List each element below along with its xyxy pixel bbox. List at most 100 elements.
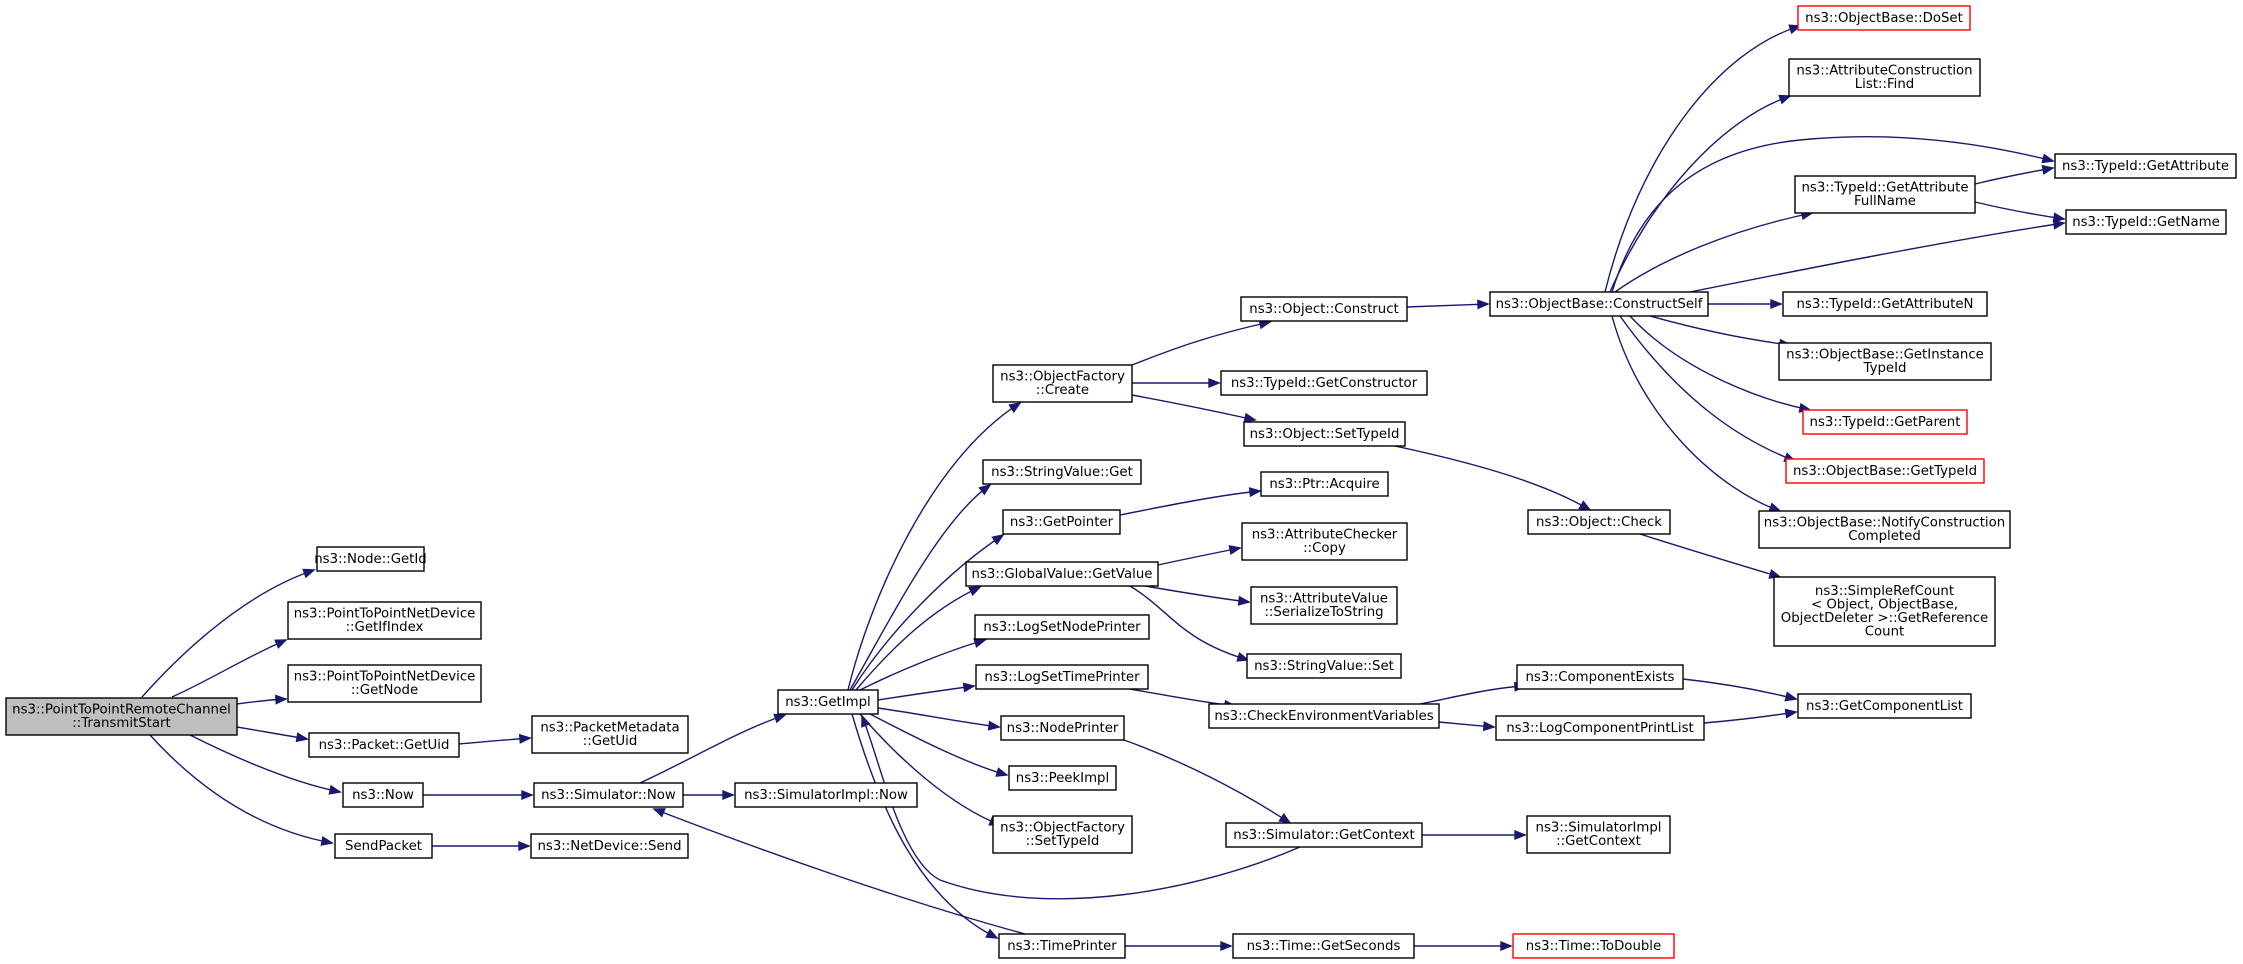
node-sim_now[interactable]: ns3::Simulator::Now <box>533 782 684 808</box>
node-box[interactable] <box>1260 471 1389 497</box>
node-box[interactable] <box>308 732 460 758</box>
node-sim_getcontext[interactable]: ns3::Simulator::GetContext <box>1225 822 1423 848</box>
node-box[interactable] <box>530 833 689 859</box>
node-box[interactable] <box>992 364 1133 403</box>
node-box[interactable] <box>1802 409 1968 435</box>
node-typeid_getconstructor[interactable]: ns3::TypeId::GetConstructor <box>1220 370 1428 396</box>
node-box[interactable] <box>1000 715 1125 741</box>
node-objbase_constructself[interactable]: ns3::ObjectBase::ConstructSelf <box>1489 291 1709 317</box>
node-box[interactable] <box>734 782 918 808</box>
node-box[interactable] <box>1758 510 2011 549</box>
node-box[interactable] <box>1778 342 1992 381</box>
node-box[interactable] <box>1208 703 1440 729</box>
node-typeid_getparent[interactable]: ns3::TypeId::GetParent <box>1802 409 1968 435</box>
node-box[interactable] <box>1241 522 1408 561</box>
node-box[interactable] <box>1788 58 1981 97</box>
node-typeid_getattributen[interactable]: ns3::TypeId::GetAttributeN <box>1782 291 1988 317</box>
node-box[interactable] <box>287 664 482 703</box>
node-attrchecker_copy[interactable]: ns3::AttributeChecker::Copy <box>1241 522 1408 561</box>
node-now[interactable]: ns3::Now <box>342 782 424 808</box>
node-box[interactable] <box>975 664 1149 690</box>
node-box[interactable] <box>974 614 1150 640</box>
node-logcompprintlist[interactable]: ns3::LogComponentPrintList <box>1495 715 1705 741</box>
node-box[interactable] <box>992 815 1133 854</box>
node-box[interactable] <box>1240 296 1408 322</box>
node-typeid_getname[interactable]: ns3::TypeId::GetName <box>2065 209 2227 235</box>
node-box[interactable] <box>1773 576 1996 647</box>
node-packet_getuid[interactable]: ns3::Packet::GetUid <box>308 732 460 758</box>
node-p2p_getifindex[interactable]: ns3::PointToPointNetDevice::GetIfIndex <box>287 601 482 640</box>
node-box[interactable] <box>2054 153 2237 179</box>
node-time_todouble[interactable]: ns3::Time::ToDouble <box>1512 933 1675 959</box>
node-simplerefcount[interactable]: ns3::SimpleRefCount< Object, ObjectBase,… <box>1773 576 1996 647</box>
node-simimpl_now[interactable]: ns3::SimulatorImpl::Now <box>734 782 918 808</box>
node-object_settypeid[interactable]: ns3::Object::SetTypeId <box>1243 421 1406 447</box>
node-box[interactable] <box>1512 933 1675 959</box>
node-box[interactable] <box>316 546 425 572</box>
node-object_check[interactable]: ns3::Object::Check <box>1527 509 1671 535</box>
node-box[interactable] <box>1797 693 1972 719</box>
node-box[interactable] <box>777 689 879 715</box>
node-box[interactable] <box>2065 209 2227 235</box>
node-box[interactable] <box>1008 765 1117 791</box>
node-box[interactable] <box>342 782 424 808</box>
node-box[interactable] <box>1516 664 1684 690</box>
node-box[interactable] <box>982 459 1142 485</box>
node-box[interactable] <box>1220 370 1428 396</box>
node-box[interactable] <box>1495 715 1705 741</box>
node-box[interactable] <box>1246 653 1402 679</box>
node-objbase_doset[interactable]: ns3::ObjectBase::DoSet <box>1797 5 1971 31</box>
node-ptr_acquire[interactable]: ns3::Ptr::Acquire <box>1260 471 1389 497</box>
node-getpointer[interactable]: ns3::GetPointer <box>1002 509 1121 535</box>
node-box[interactable] <box>965 561 1159 587</box>
node-box[interactable] <box>998 933 1126 959</box>
node-box[interactable] <box>1250 586 1398 625</box>
node-root[interactable]: ns3::PointToPointRemoteChannel::Transmit… <box>5 697 238 736</box>
node-box[interactable] <box>1527 509 1671 535</box>
node-typeid_getattribute[interactable]: ns3::TypeId::GetAttribute <box>2054 153 2237 179</box>
node-object_construct[interactable]: ns3::Object::Construct <box>1240 296 1408 322</box>
node-componentexists[interactable]: ns3::ComponentExists <box>1516 664 1684 690</box>
node-logsettimeprinter[interactable]: ns3::LogSetTimePrinter <box>975 664 1149 690</box>
node-logsetnodeprinter[interactable]: ns3::LogSetNodePrinter <box>974 614 1150 640</box>
node-nodeprinter[interactable]: ns3::NodePrinter <box>1000 715 1125 741</box>
node-objbase_gettypeid[interactable]: ns3::ObjectBase::GetTypeId <box>1785 458 1985 484</box>
node-box[interactable] <box>1794 175 1976 214</box>
node-pktmeta_getuid[interactable]: ns3::PacketMetadata::GetUid <box>531 715 689 754</box>
node-box[interactable] <box>287 601 482 640</box>
node-box[interactable] <box>1225 822 1423 848</box>
node-box[interactable] <box>1232 933 1415 959</box>
node-box[interactable] <box>533 782 684 808</box>
node-objbase_notifyconstruction[interactable]: ns3::ObjectBase::NotifyConstructionCompl… <box>1758 510 2011 549</box>
node-attrvalue_serialize[interactable]: ns3::AttributeValue::SerializeToString <box>1250 586 1398 625</box>
node-stringvalue_get[interactable]: ns3::StringValue::Get <box>982 459 1142 485</box>
node-globalvalue_getvalue[interactable]: ns3::GlobalValue::GetValue <box>965 561 1159 587</box>
node-timeprinter[interactable]: ns3::TimePrinter <box>998 933 1126 959</box>
node-objfactory_settypeid[interactable]: ns3::ObjectFactory::SetTypeId <box>992 815 1133 854</box>
node-box[interactable] <box>1782 291 1988 317</box>
node-netdevice_send[interactable]: ns3::NetDevice::Send <box>530 833 689 859</box>
node-p2p_getnode[interactable]: ns3::PointToPointNetDevice::GetNode <box>287 664 482 703</box>
node-box[interactable] <box>5 697 238 736</box>
node-checkenvvars[interactable]: ns3::CheckEnvironmentVariables <box>1208 703 1440 729</box>
node-box[interactable] <box>1002 509 1121 535</box>
node-box[interactable] <box>531 715 689 754</box>
node-box[interactable] <box>1797 5 1971 31</box>
node-box[interactable] <box>1243 421 1406 447</box>
node-objfactory_create[interactable]: ns3::ObjectFactory::Create <box>992 364 1133 403</box>
node-peekimpl[interactable]: ns3::PeekImpl <box>1008 765 1117 791</box>
node-getcomponentlist[interactable]: ns3::GetComponentList <box>1797 693 1972 719</box>
node-simimpl_getcontext[interactable]: ns3::SimulatorImpl::GetContext <box>1526 815 1671 854</box>
node-node_getid[interactable]: ns3::Node::GetId <box>314 546 427 572</box>
node-box[interactable] <box>1785 458 1985 484</box>
node-sendpacket[interactable]: SendPacket <box>334 833 433 859</box>
node-time_getseconds[interactable]: ns3::Time::GetSeconds <box>1232 933 1415 959</box>
node-box[interactable] <box>1489 291 1709 317</box>
node-stringvalue_set[interactable]: ns3::StringValue::Set <box>1246 653 1402 679</box>
node-getimpl[interactable]: ns3::GetImpl <box>777 689 879 715</box>
node-box[interactable] <box>1526 815 1671 854</box>
node-box[interactable] <box>334 833 433 859</box>
